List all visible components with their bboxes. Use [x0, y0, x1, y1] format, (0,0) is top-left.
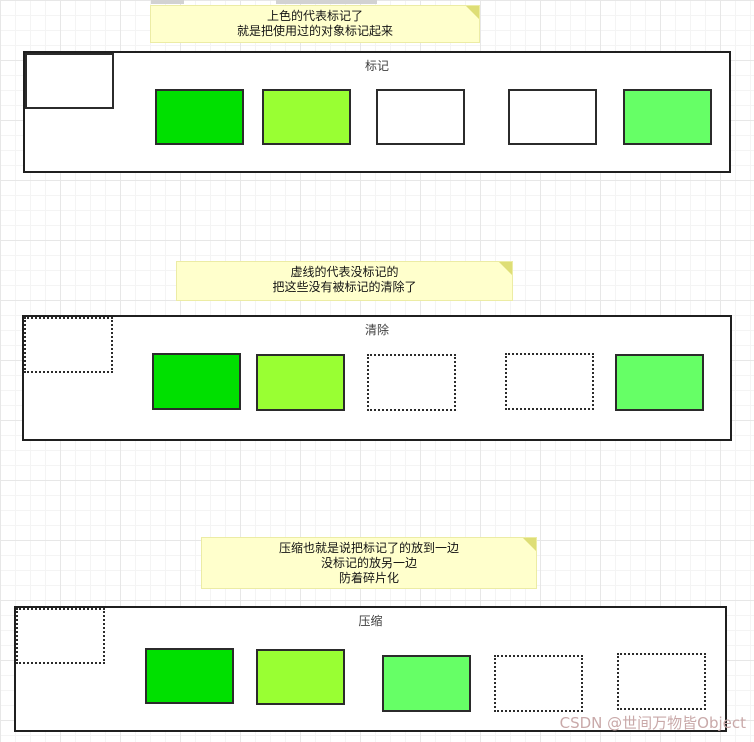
memory-block [367, 354, 456, 411]
memory-block [25, 53, 114, 109]
screen-artifact [276, 0, 377, 4]
memory-block [376, 89, 465, 145]
note-line: 压缩也就是说把标记了的放到一边 [278, 541, 459, 555]
csdn-watermark: CSDN @世间万物皆Object [559, 714, 746, 732]
memory-block [16, 608, 105, 664]
sticky-note-compact: 压缩也就是说把标记了的放到一边 没标记的放另一边 防着碎片化 [201, 537, 537, 589]
sticky-note-mark: 上色的代表标记了 就是把使用过的对象标记起来 [150, 5, 480, 43]
memory-block [262, 89, 351, 145]
memory-block [24, 317, 113, 373]
screen-artifact [151, 0, 184, 4]
memory-block [145, 648, 234, 704]
note-line: 没标记的放另一边 [320, 556, 417, 570]
section-sweep: 清除 [22, 315, 732, 441]
memory-block [382, 655, 471, 712]
note-line: 虚线的代表没标记的 [290, 265, 399, 279]
note-line: 就是把使用过的对象标记起来 [236, 24, 393, 38]
memory-block [617, 653, 706, 710]
memory-block [508, 89, 597, 145]
section-title-mark: 标记 [364, 59, 389, 73]
memory-block [623, 89, 712, 145]
section-title-sweep: 清除 [364, 323, 389, 337]
note-line: 把这些没有被标记的清除了 [272, 280, 417, 294]
note-line: 防着碎片化 [338, 571, 399, 585]
section-mark: 标记 [23, 51, 731, 173]
section-title-compact: 压缩 [358, 614, 383, 628]
memory-block [494, 655, 583, 712]
memory-block [152, 353, 241, 410]
memory-block [256, 649, 345, 705]
section-compact: 压缩 [14, 606, 727, 732]
memory-block [155, 89, 244, 145]
note-line: 上色的代表标记了 [266, 9, 363, 23]
memory-block [615, 354, 704, 411]
memory-block [505, 353, 594, 410]
memory-block [256, 354, 345, 411]
sticky-note-sweep: 虚线的代表没标记的 把这些没有被标记的清除了 [176, 261, 513, 301]
